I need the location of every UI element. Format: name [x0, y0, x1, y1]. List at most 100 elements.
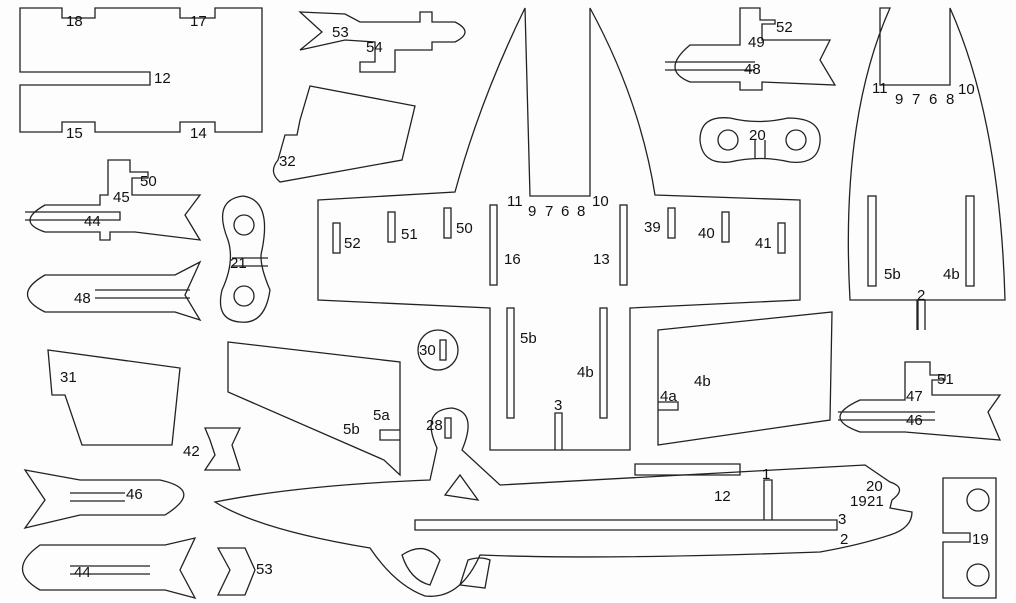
- label: 21: [867, 493, 884, 510]
- hole: [233, 214, 255, 236]
- label: 9: [528, 203, 536, 220]
- label: 30: [419, 342, 436, 359]
- part-46-47-51: [838, 361, 1002, 441]
- part-20: [699, 117, 821, 163]
- label: 11: [507, 193, 523, 210]
- label: 5a: [373, 407, 390, 424]
- label: 50: [456, 220, 473, 237]
- label: 6: [929, 91, 937, 108]
- label: 3: [838, 511, 846, 528]
- part-32: [272, 85, 416, 183]
- slot: [916, 299, 926, 330]
- label: 4b: [577, 364, 594, 381]
- label: 28: [426, 417, 443, 434]
- part-labels: 18 17 12 15 14 53 54 32 50 45 44 21 48 5…: [60, 13, 989, 581]
- label: 54: [366, 39, 383, 56]
- part-31: [47, 349, 181, 446]
- label: 19: [972, 531, 989, 548]
- part-left-wing-panel: [227, 341, 401, 477]
- label: 4a: [660, 388, 677, 405]
- slot: [232, 257, 268, 267]
- label: 52: [344, 235, 361, 252]
- label: 45: [113, 189, 130, 206]
- part-44: [22, 537, 197, 600]
- part-5b-4b: [847, 7, 1006, 330]
- part-right-wing-panel: [657, 311, 833, 446]
- label: 1: [762, 466, 770, 483]
- label: 44: [74, 564, 91, 581]
- part-rect-17-18: [19, 7, 263, 133]
- part-main-wing: [317, 7, 801, 451]
- label: 10: [958, 81, 975, 98]
- label: 39: [644, 219, 661, 236]
- part-19: [942, 477, 997, 599]
- slot: [965, 195, 975, 287]
- label: 3: [554, 397, 562, 414]
- part-53-54: [298, 11, 466, 73]
- label: 49: [748, 34, 765, 51]
- hole: [785, 129, 807, 151]
- label: 4b: [694, 373, 711, 390]
- part-21: [219, 195, 271, 323]
- label: 5b: [343, 421, 360, 438]
- label: 13: [593, 251, 610, 268]
- label: 20: [866, 478, 883, 495]
- label: 53: [332, 24, 349, 41]
- fuselage-slot-2: [414, 479, 838, 531]
- hole: [717, 129, 739, 151]
- label: 7: [912, 91, 920, 108]
- label: 40: [698, 225, 715, 242]
- label: 48: [74, 290, 91, 307]
- label: 9: [895, 91, 903, 108]
- label: 46: [906, 412, 923, 429]
- label: 31: [60, 369, 77, 386]
- label: 14: [190, 125, 207, 142]
- label: 7: [545, 203, 553, 220]
- label: 20: [749, 127, 766, 144]
- part-fuselage: [213, 407, 913, 597]
- fuselage-window: [443, 473, 480, 501]
- label: 5b: [520, 330, 537, 347]
- label: 16: [504, 251, 521, 268]
- label: 52: [776, 19, 793, 36]
- label: 21: [230, 255, 247, 272]
- label: 47: [906, 388, 923, 405]
- label: 19: [850, 493, 867, 510]
- slot: [444, 417, 452, 439]
- label: 48: [744, 61, 761, 78]
- part-30: [417, 329, 459, 371]
- label: 6: [561, 203, 569, 220]
- hole: [233, 285, 255, 307]
- label: 46: [126, 486, 143, 503]
- label: 17: [190, 13, 207, 30]
- label: 15: [66, 125, 83, 142]
- label: 32: [279, 153, 296, 170]
- label: 2: [840, 531, 848, 548]
- label: 8: [577, 203, 585, 220]
- hole: [966, 488, 990, 512]
- label: 42: [183, 443, 200, 460]
- label: 2: [917, 287, 925, 304]
- label: 12: [714, 488, 731, 505]
- part-44-45-50: [25, 159, 202, 241]
- label: 11: [872, 80, 888, 97]
- label: 51: [937, 371, 954, 388]
- fuselage-slot-12: [634, 463, 741, 476]
- label: 44: [84, 213, 101, 230]
- label: 41: [755, 235, 772, 252]
- label: 53: [256, 561, 273, 578]
- label: 10: [592, 193, 609, 210]
- label: 8: [946, 91, 954, 108]
- part-48: [27, 260, 202, 322]
- part-42: [203, 427, 242, 471]
- part-53: [216, 547, 256, 596]
- label: 12: [154, 70, 171, 87]
- label: 4b: [943, 266, 960, 283]
- wing-slots: [332, 204, 786, 450]
- fuselage-window: [459, 557, 491, 589]
- part-46: [23, 469, 185, 530]
- label: 50: [140, 173, 157, 190]
- slot: [439, 339, 447, 361]
